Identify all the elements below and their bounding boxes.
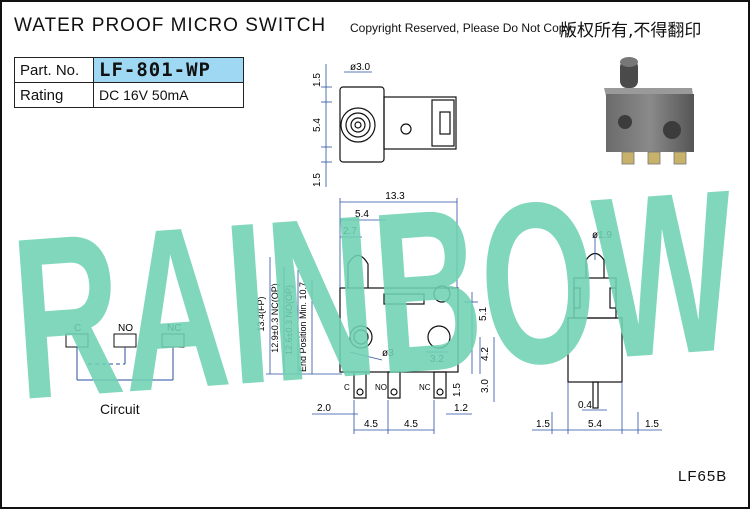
spec-table: Part. No. LF-801-WP Rating DC 16V 50mA <box>14 57 244 108</box>
top-dim-top: 1.5 <box>312 73 323 87</box>
top-dim-height: 5.4 <box>312 118 323 132</box>
part-number-row: Part. No. LF-801-WP <box>14 57 244 83</box>
front-dim-5-4: 5.4 <box>355 209 369 220</box>
front-dim-2-7: 2.7 <box>343 226 357 237</box>
front-dim-total-width: 13.3 <box>385 191 405 202</box>
circuit-pin-c: C <box>74 323 81 334</box>
part-number-label: Part. No. <box>14 57 94 83</box>
model-code: LF65B <box>678 468 728 485</box>
front-dim-1-2: 1.2 <box>454 403 468 414</box>
front-dim-5-1: 5.1 <box>478 307 489 321</box>
top-dim-diameter: ø3.0 <box>350 62 370 73</box>
top-dim-bottom: 1.5 <box>312 173 323 187</box>
rating-value: DC 16V 50mA <box>93 82 244 108</box>
front-dim-no: 12.6±0.3 NO(OP) <box>284 285 294 355</box>
side-dim-left: 1.5 <box>536 419 550 430</box>
sheet-title: WATER PROOF MICRO SWITCH <box>14 15 327 36</box>
copyright-notice-chinese: 版权所有,不得翻印 <box>560 21 702 41</box>
front-view <box>339 254 459 399</box>
side-dim-0-4: 0.4 <box>578 400 592 411</box>
side-dim-right: 1.5 <box>645 419 659 430</box>
front-dim-2-0: 2.0 <box>317 403 331 414</box>
front-dim-fp: 13.4(FP) <box>256 296 266 331</box>
front-dim-nc: 12.9±0.3 NC(OP) <box>270 283 280 352</box>
front-pin-no: NO <box>375 383 387 392</box>
side-dim-mid: 5.4 <box>588 419 602 430</box>
copyright-notice: Copyright Reserved, Please Do Not Copy. <box>350 21 574 35</box>
front-dim-4-2: 4.2 <box>480 347 491 361</box>
rating-label: Rating <box>14 82 94 108</box>
front-dim-3-2: 3.2 <box>430 354 444 365</box>
front-dim-4-5-right: 4.5 <box>404 419 418 430</box>
part-number-value: LF-801-WP <box>93 57 244 83</box>
product-illustration <box>604 57 694 165</box>
circuit-pin-no: NO <box>118 323 133 334</box>
front-pin-c: C <box>344 383 350 392</box>
circuit-pin-nc: NC <box>167 323 181 334</box>
front-dim-hole: ø3 <box>382 348 394 359</box>
front-dim-end-position: End Position Min. 10.7 <box>298 282 308 372</box>
circuit-diagram <box>65 333 185 381</box>
side-dim-plunger: ø1.9 <box>592 230 612 241</box>
front-dim-1-5: 1.5 <box>452 383 463 397</box>
front-dim-3-0: 3.0 <box>480 379 491 393</box>
circuit-label: Circuit <box>100 401 140 417</box>
watermark-text: RAINBOW <box>5 141 743 448</box>
rating-row: Rating DC 16V 50mA <box>14 82 244 108</box>
top-view <box>339 86 457 163</box>
front-dim-4-5-left: 4.5 <box>364 419 378 430</box>
front-pin-nc: NC <box>419 383 431 392</box>
